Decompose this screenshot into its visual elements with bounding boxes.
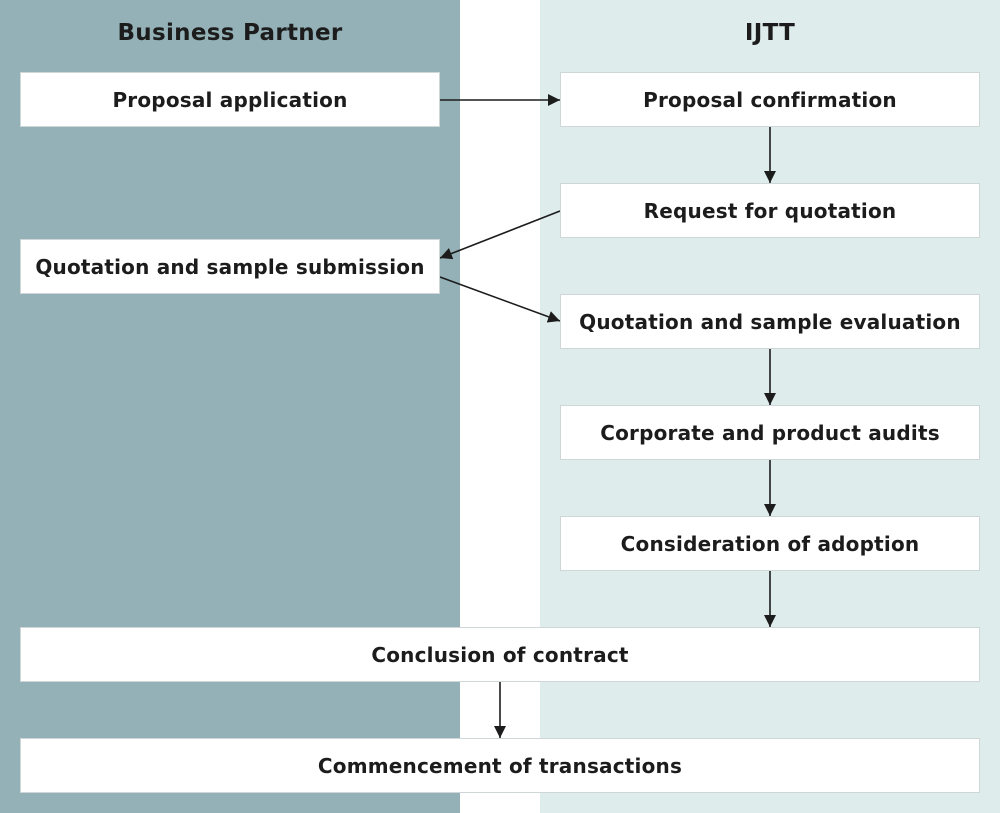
business-partner-lane-title: Business Partner: [117, 20, 343, 46]
arrow-request-to-submission: [439, 210, 561, 260]
step-request-for-quotation: Request for quotation: [560, 183, 980, 238]
ijtt-lane-title: IJTT: [744, 20, 796, 46]
step-consideration-of-adoption: Consideration of adoption: [560, 516, 980, 571]
step-quotation-and-sample-submission: Quotation and sample submission: [20, 239, 440, 294]
step-proposal-confirmation: Proposal confirmation: [560, 72, 980, 127]
step-conclusion-of-contract: Conclusion of contract: [20, 627, 980, 682]
step-corporate-and-product-audits: Corporate and product audits: [560, 405, 980, 460]
arrow-submission-to-evaluation: [439, 276, 561, 323]
step-quotation-and-sample-evaluation: Quotation and sample evaluation: [560, 294, 980, 349]
step-commencement-of-transactions: Commencement of transactions: [20, 738, 980, 793]
step-proposal-application: Proposal application: [20, 72, 440, 127]
